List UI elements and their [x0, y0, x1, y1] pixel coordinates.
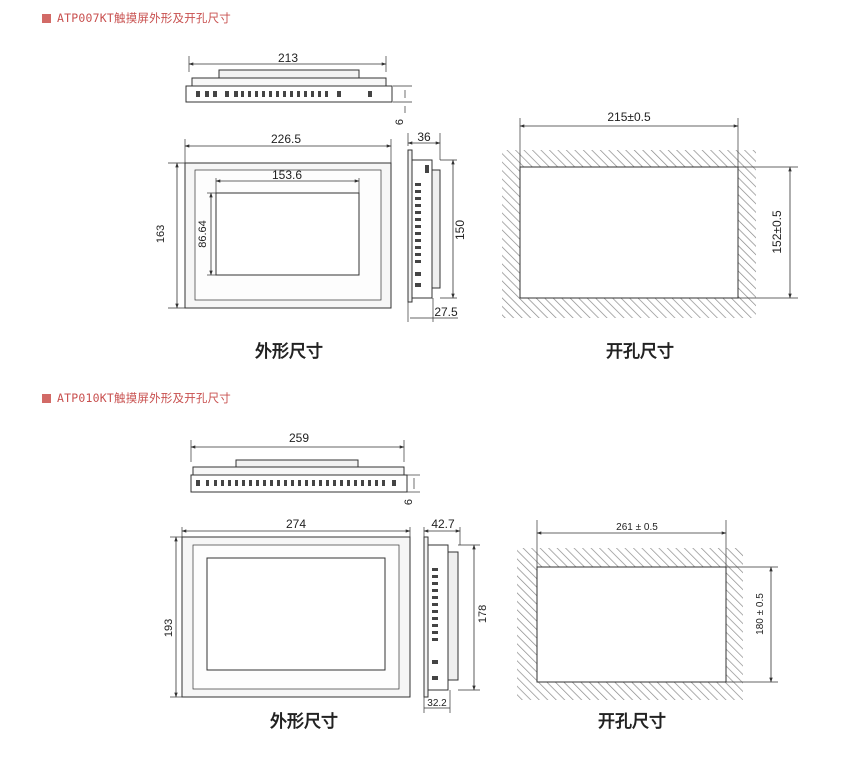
atp010-side-bottom-label: 32.2: [427, 698, 447, 709]
atp010-top-width-label: 259: [289, 431, 309, 445]
atp010-front-height-label: 193: [163, 619, 175, 637]
atp007-front-width-label: 226.5: [271, 132, 301, 146]
atp007-top-height-label: 6: [394, 119, 406, 125]
section-bullet: [42, 13, 51, 23]
atp010-side-depth-label: 42.7: [431, 517, 455, 531]
atp007-side-bottom-label: 27.5: [434, 305, 458, 319]
atp010-outline-caption: 外形尺寸: [270, 711, 338, 732]
atp010-front-width-label: 274: [286, 517, 306, 531]
atp007-cutout-width-label: 215±0.5: [607, 110, 651, 124]
atp010-cutout-width-label: 261 ± 0.5: [616, 522, 658, 533]
atp007-side-depth-label: 36: [417, 130, 431, 144]
atp010-cutout-caption: 开孔尺寸: [598, 711, 666, 732]
atp010-top-height-label: 6: [403, 499, 415, 505]
atp007-cutout-caption: 开孔尺寸: [606, 341, 674, 362]
atp007-front-view: [168, 139, 392, 309]
atp007-top-view: [185, 56, 412, 113]
atp007-outline-caption: 外形尺寸: [255, 341, 323, 362]
atp007-screen-width-label: 153.6: [272, 168, 302, 182]
atp007-cutout: [502, 118, 798, 318]
atp007-front-height-label: 163: [155, 225, 167, 243]
atp010-cutout-height-label: 180 ± 0.5: [755, 593, 766, 635]
atp007-top-width-label: 213: [278, 51, 298, 65]
atp007-cutout-height-label: 152±0.5: [770, 210, 784, 254]
atp010-cutout: [517, 520, 778, 700]
section-title-text: ATP007KT触摸屏外形及开孔尺寸: [57, 11, 231, 25]
atp007-side-view: [407, 133, 458, 322]
atp010-front-view: [170, 527, 411, 698]
atp007-screen-height-label: 86.64: [197, 220, 209, 248]
section-title-atp010kt: ATP010KT触摸屏外形及开孔尺寸: [42, 391, 231, 405]
atp010-top-view: [190, 440, 420, 493]
atp007-side-height-label: 150: [453, 220, 467, 240]
section-title-atp007kt: ATP007KT触摸屏外形及开孔尺寸: [42, 11, 231, 25]
section-title-text: ATP010KT触摸屏外形及开孔尺寸: [57, 391, 231, 405]
atp010-side-height-label: 178: [477, 605, 489, 623]
section-bullet: [42, 393, 51, 403]
atp010-side-view: [423, 527, 480, 713]
